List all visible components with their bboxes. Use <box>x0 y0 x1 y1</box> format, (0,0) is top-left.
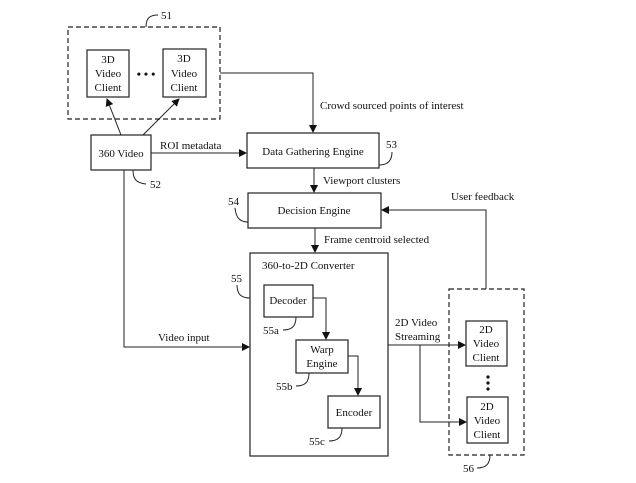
edge-crowd-sourced <box>220 72 317 133</box>
node-data-gathering-engine: Data Gathering Engine <box>246 132 380 169</box>
ref-leader-55b <box>295 372 310 387</box>
label-viewport-clusters: Viewport clusters <box>323 175 400 187</box>
svg-text:Data Gathering Engine: Data Gathering Engine <box>262 146 364 158</box>
ref-leader-54 <box>234 207 249 223</box>
svg-text:2D: 2D <box>479 324 493 336</box>
node-encoder: Encoder <box>327 395 381 429</box>
ref-53: 53 <box>386 139 398 151</box>
svg-text:2D: 2D <box>480 401 494 413</box>
label-streaming-line2: Streaming <box>395 331 441 343</box>
node-decoder: Decoder <box>263 284 314 318</box>
ref-leader-53 <box>378 151 393 166</box>
ellipsis-3d: • • • <box>137 67 156 81</box>
svg-text:3D: 3D <box>177 53 191 65</box>
node-3d-video-client-b: 3D Video Client <box>162 48 207 98</box>
label-user-feedback: User feedback <box>451 191 515 203</box>
ref-55c: 55c <box>309 436 325 448</box>
ref-leader-51 <box>145 14 159 28</box>
edge-user-feedback <box>381 206 487 289</box>
svg-text:Decision Engine: Decision Engine <box>277 205 350 217</box>
svg-text:3D: 3D <box>101 54 115 66</box>
svg-text:Video: Video <box>171 68 198 80</box>
ref-55b: 55b <box>276 381 293 393</box>
edge-warp-to-encoder <box>348 355 362 396</box>
label-streaming-line1: 2D Video <box>395 317 438 329</box>
svg-text:Client: Client <box>474 429 501 441</box>
svg-text:Video: Video <box>474 415 501 427</box>
node-decision-engine: Decision Engine <box>247 192 382 229</box>
svg-text:360-to-2D Converter: 360-to-2D Converter <box>262 260 355 272</box>
group-3d-clients <box>67 26 221 120</box>
svg-text:Client: Client <box>171 82 198 94</box>
ref-55a: 55a <box>263 325 279 337</box>
ref-52: 52 <box>150 179 161 191</box>
svg-text:Decoder: Decoder <box>269 295 307 307</box>
label-video-input: Video input <box>158 332 210 344</box>
label-roi-metadata: ROI metadata <box>160 140 222 152</box>
edge-decoder-to-warp <box>313 297 330 340</box>
ref-56: 56 <box>463 463 475 475</box>
ref-55: 55 <box>231 273 243 285</box>
node-warp-engine: Warp Engine <box>295 339 349 374</box>
edge-360-to-3d-client-b <box>142 98 180 136</box>
ref-leader-52 <box>132 169 147 185</box>
edge-video-input <box>123 170 250 351</box>
ref-leader-55c <box>328 427 343 442</box>
edge-streaming-b <box>419 345 467 426</box>
svg-text:Client: Client <box>95 82 122 94</box>
ellipsis-2d <box>486 375 490 391</box>
node-3d-video-client-a: 3D Video Client <box>86 49 130 98</box>
label-crowd-sourced: Crowd sourced points of interest <box>320 100 464 112</box>
svg-text:Video: Video <box>473 338 500 350</box>
svg-text:Encoder: Encoder <box>336 407 373 419</box>
label-frame-centroid: Frame centroid selected <box>324 234 430 246</box>
svg-text:Engine: Engine <box>306 358 337 370</box>
svg-text:Video: Video <box>95 68 122 80</box>
svg-text:360 Video: 360 Video <box>98 148 144 160</box>
ref-51: 51 <box>161 10 172 22</box>
ref-54: 54 <box>228 196 240 208</box>
ref-leader-55 <box>236 284 251 299</box>
node-2d-video-client-b: 2D Video Client <box>466 396 509 444</box>
edge-360-to-3d-client-a <box>105 98 122 136</box>
node-360-video: 360 Video <box>90 134 152 171</box>
ref-leader-55a <box>282 316 297 331</box>
svg-text:Client: Client <box>473 352 500 364</box>
node-2d-video-client-a: 2D Video Client <box>465 320 508 367</box>
svg-text:Warp: Warp <box>310 344 334 356</box>
ref-leader-56 <box>476 454 491 469</box>
